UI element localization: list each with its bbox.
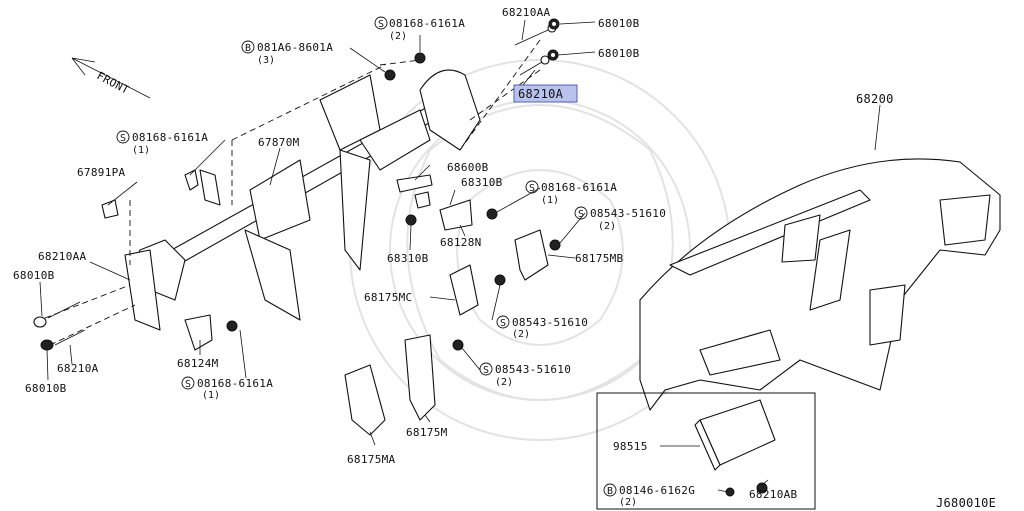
bracket-68175MB[interactable] bbox=[514, 229, 549, 281]
callout-08168-top: S 08168-6161A (2) bbox=[374, 16, 465, 42]
label-68210A-highlight: 68210A bbox=[518, 87, 564, 101]
bracket-68124M[interactable] bbox=[184, 314, 213, 351]
callout-08168-bottom: S 08168-6161A (1) bbox=[181, 376, 273, 401]
bracket-68175MA[interactable] bbox=[344, 364, 386, 436]
label-68010B-top2: 68010B bbox=[598, 47, 640, 60]
label-68210AA-top: 68210AA bbox=[502, 6, 551, 19]
nut-68010B-top1[interactable] bbox=[548, 18, 560, 30]
label-68210AB: 68210AB bbox=[749, 488, 798, 501]
clip-68310B-a[interactable] bbox=[414, 191, 431, 209]
label-081A6: 081A6-8601A bbox=[257, 41, 333, 54]
qty-08543-c: (2) bbox=[495, 377, 513, 388]
label-68128N: 68128N bbox=[440, 236, 482, 249]
bolt-68210A-left[interactable] bbox=[54, 329, 86, 346]
label-08168-left: 08168-6161A bbox=[132, 131, 208, 144]
label-68310B-a: 68310B bbox=[461, 176, 503, 189]
nut-68010B-top2[interactable] bbox=[547, 49, 559, 61]
bracket-68128N[interactable] bbox=[439, 199, 473, 231]
callout-08146: B 08146-6162G (2) bbox=[603, 483, 695, 508]
bolt-081A6[interactable] bbox=[384, 69, 396, 81]
label-68175MC: 68175MC bbox=[364, 291, 412, 304]
symbol-s: S bbox=[500, 318, 506, 329]
callout-08543-a: S 08543-51610 (2) bbox=[574, 206, 666, 232]
symbol-s: S bbox=[120, 133, 126, 144]
symbol-s: S bbox=[185, 379, 191, 390]
callout-08168-mid: S 08168-6161A (1) bbox=[525, 180, 617, 206]
label-68124M: 68124M bbox=[177, 357, 219, 370]
qty-08146: (2) bbox=[619, 497, 637, 508]
symbol-s: S bbox=[529, 183, 535, 194]
label-68600B: 68600B bbox=[447, 161, 489, 174]
callout-08543-c: S 08543-51610 (2) bbox=[479, 362, 571, 388]
bolt-68210AA-left[interactable] bbox=[47, 301, 81, 319]
label-08543-a: 08543-51610 bbox=[590, 207, 666, 220]
bolt-08543-c[interactable] bbox=[452, 339, 464, 351]
label-68010B-left2: 68010B bbox=[25, 382, 67, 395]
label-98515: 98515 bbox=[613, 440, 648, 453]
symbol-s: S bbox=[483, 365, 489, 376]
qty-08168-bottom: (1) bbox=[202, 390, 220, 401]
label-68200: 68200 bbox=[856, 92, 894, 106]
qty-08168-left: (1) bbox=[132, 145, 150, 156]
bracket-68175MC[interactable] bbox=[449, 264, 479, 316]
symbol-s: S bbox=[378, 19, 384, 30]
bolt-08543-a[interactable] bbox=[549, 239, 561, 251]
label-08146: 08146-6162G bbox=[619, 484, 695, 497]
clip-67891PA[interactable] bbox=[101, 199, 119, 219]
bolt-68210A-top[interactable] bbox=[519, 55, 550, 76]
label-67891PA: 67891PA bbox=[77, 166, 126, 179]
label-68210A-left: 68210A bbox=[57, 362, 99, 375]
diagram-code: J680010E bbox=[936, 496, 996, 510]
instrument-panel-68200[interactable] bbox=[639, 158, 1001, 411]
highlighted-part-68210A[interactable]: 68210A bbox=[513, 84, 578, 103]
symbol-b: B bbox=[245, 43, 251, 54]
bolt-08168-top[interactable] bbox=[414, 52, 426, 64]
label-08168-bottom: 08168-6161A bbox=[197, 377, 273, 390]
callout-081A6: B 081A6-8601A (3) bbox=[241, 40, 333, 66]
label-08168-mid: 08168-6161A bbox=[541, 181, 617, 194]
airbag-98515[interactable] bbox=[694, 399, 776, 471]
label-leaders bbox=[39, 19, 881, 493]
qty-08168-top: (2) bbox=[389, 31, 407, 42]
symbol-b: B bbox=[607, 486, 613, 497]
nut-68010B-left2[interactable] bbox=[40, 339, 54, 351]
bolt-08168-mid[interactable] bbox=[486, 208, 498, 220]
front-direction-arrow: FRONT bbox=[71, 57, 151, 99]
label-68175MB: 68175MB bbox=[575, 252, 624, 265]
airbag-box bbox=[596, 392, 816, 510]
label-68175M: 68175M bbox=[406, 426, 448, 439]
label-68010B-left1: 68010B bbox=[13, 269, 55, 282]
bracket-68175M[interactable] bbox=[404, 334, 436, 421]
front-label: FRONT bbox=[95, 69, 132, 97]
nut-68010B-left1[interactable] bbox=[33, 316, 47, 328]
bolt-08168-left[interactable] bbox=[184, 169, 199, 191]
label-68175MA: 68175MA bbox=[347, 453, 396, 466]
label-68310B-b: 68310B bbox=[387, 252, 429, 265]
qty-08168-mid: (1) bbox=[541, 195, 559, 206]
bracket-68600B[interactable] bbox=[396, 174, 433, 193]
label-08543-b: 08543-51610 bbox=[512, 316, 588, 329]
symbol-s: S bbox=[578, 209, 584, 220]
qty-08543-b: (2) bbox=[512, 329, 530, 340]
label-08168-top: 08168-6161A bbox=[389, 17, 465, 30]
label-68010B-top1: 68010B bbox=[598, 17, 640, 30]
label-67870M: 67870M bbox=[258, 136, 300, 149]
label-68210AA-left: 68210AA bbox=[38, 250, 87, 263]
label-08543-c: 08543-51610 bbox=[495, 363, 571, 376]
bolt-08168-bottom[interactable] bbox=[226, 320, 238, 332]
bolt-68210AB[interactable] bbox=[756, 482, 768, 494]
bolt-08543-b[interactable] bbox=[494, 274, 506, 286]
qty-08543-a: (2) bbox=[598, 221, 616, 232]
qty-081A6: (3) bbox=[257, 55, 275, 66]
callout-08543-b: S 08543-51610 (2) bbox=[496, 315, 588, 340]
steering-member-67870M[interactable] bbox=[124, 69, 481, 331]
callout-08168-left: S 08168-6161A (1) bbox=[116, 130, 208, 156]
clip-68310B-b[interactable] bbox=[405, 214, 417, 226]
